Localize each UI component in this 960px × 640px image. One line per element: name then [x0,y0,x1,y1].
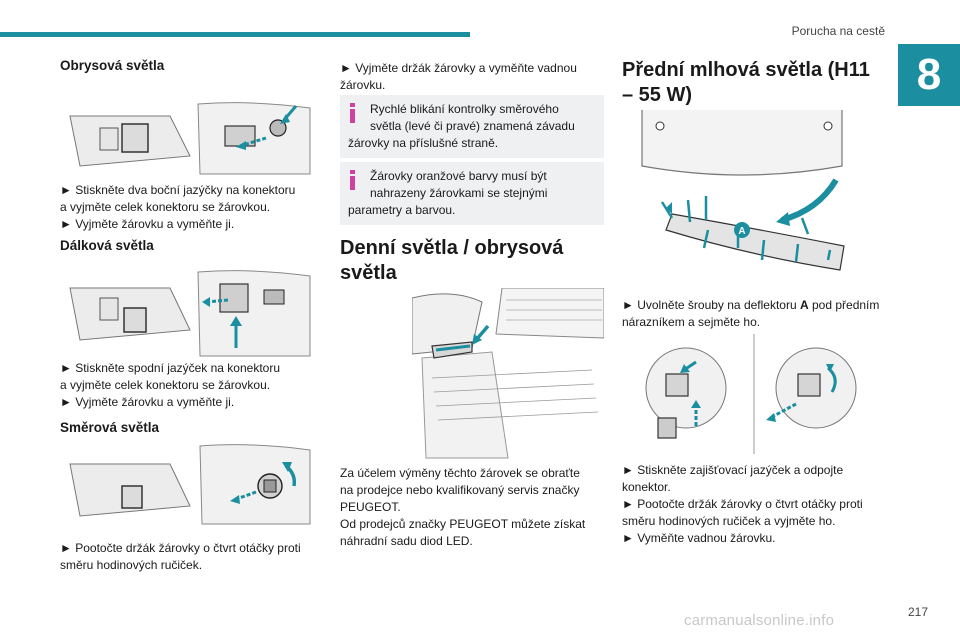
text-line: žárovku. [340,78,386,92]
text-block-obrysova: ► Stiskněte dva boční jazýčky na konekto… [60,182,318,233]
text-line: a vyjměte celek konektoru se žárovkou. [60,200,271,214]
section-title-mlhova: Přední mlhová světla (H11 – 55 W) [622,58,892,108]
text-line: ► Pootočte držák žárovky o čtvrt otáčky … [60,541,301,555]
text-line: směru hodinových ručiček. [60,558,203,572]
text-line: žárovky na příslušné straně. [348,136,499,150]
text-block-smerova: ► Pootočte držák žárovky o čtvrt otáčky … [60,540,318,574]
title-line: Přední mlhová světla (H11 [622,59,870,81]
illustration-high-beam [60,268,318,358]
text-line: ► Vyměňte vadnou žárovku. [622,531,776,545]
text-line: parametry a barvou. [348,203,456,217]
info-note-orange-bulbs: Žárovky oranžové barvy musí být nahrazen… [340,162,604,225]
section-title-smerova: Směrová světla [60,420,160,435]
text-line: ► Vyjměte žárovku a vyměňte ji. [60,217,235,231]
chapter-number-tab: 8 [898,44,960,106]
text-line: světla (levé či pravé) znamená závadu [370,119,575,133]
text-block-intro: ► Vyjměte držák žárovky a vyměňte vadnou… [340,60,604,94]
info-note-blinking: Rychlé blikání kontrolky směrového světl… [340,95,604,158]
text-line: nárazníkem a sejměte ho. [622,315,761,329]
info-icon [350,170,355,190]
text-line: ► Vyjměte držák žárovky a vyměňte vadnou [340,61,577,75]
text-line: Za účelem výměny těchto žárovek se obrať… [340,466,580,480]
title-line: Denní světla / obrysová [340,237,564,259]
text-line: konektor. [622,480,671,494]
text-line: směru hodinových ručiček a vyjměte ho. [622,514,836,528]
illustration-drl-front [412,288,604,460]
text-line: ► Uvolněte šrouby na deflektoru A pod př… [622,297,892,314]
text-block-dalkova: ► Stiskněte spodní jazýček na konektoru … [60,360,318,411]
text-block-denni: Za účelem výměny těchto žárovek se obrať… [340,465,604,550]
text-line: nahrazeny žárovkami se stejnými [370,186,548,200]
text-segment: ► Uvolněte šrouby na deflektoru [622,298,800,312]
text-line: Rychlé blikání kontrolky směrového [370,102,559,116]
text-line: na prodejce nebo kvalifikovaný servis zn… [340,483,580,497]
page-number: 217 [907,605,928,619]
section-title-obrysova: Obrysová světla [60,58,165,73]
text-line: a vyjměte celek konektoru se žárovkou. [60,378,271,392]
text-line: PEUGEOT. [340,500,401,514]
top-accent-bar [0,32,470,37]
section-title-denni: Denní světla / obrysová světla [340,236,604,286]
text-block-deflector: ► Uvolněte šrouby na deflektoru A pod př… [622,297,892,331]
title-line: světla [340,262,397,284]
callout-label-a: A [738,226,745,237]
text-line: ► Vyjměte žárovku a vyměňte ji. [60,395,235,409]
running-header-title: Porucha na cestě [791,24,885,38]
illustration-direction-indicator [60,442,318,526]
text-line: ► Pootočte držák žárovky o čtvrt otáčky … [622,497,863,511]
text-line: náhradní sadu diod LED. [340,534,473,548]
text-block-fog-bulb: ► Stiskněte zajišťovací jazýček a odpojt… [622,462,892,547]
callout-ref-a: A [799,298,809,312]
text-segment: pod předním [808,298,880,312]
section-title-dalkova: Dálková světla [60,238,154,253]
illustration-position-lamp [60,96,318,176]
text-line: ► Stiskněte spodní jazýček na konektoru [60,361,280,375]
text-line: ► Stiskněte dva boční jazýčky na konekto… [60,183,296,197]
title-line: – 55 W) [622,84,693,106]
watermark-text: carmanualsonline.info [684,612,835,629]
illustration-fog-lamp-bulb [636,334,866,454]
text-line: Od prodejců značky PEUGEOT můžete získat [340,517,586,531]
illustration-fog-deflector: A [622,110,862,286]
text-line: Žárovky oranžové barvy musí být [370,169,547,183]
info-icon [350,103,355,123]
text-line: ► Stiskněte zajišťovací jazýček a odpojt… [622,463,844,477]
